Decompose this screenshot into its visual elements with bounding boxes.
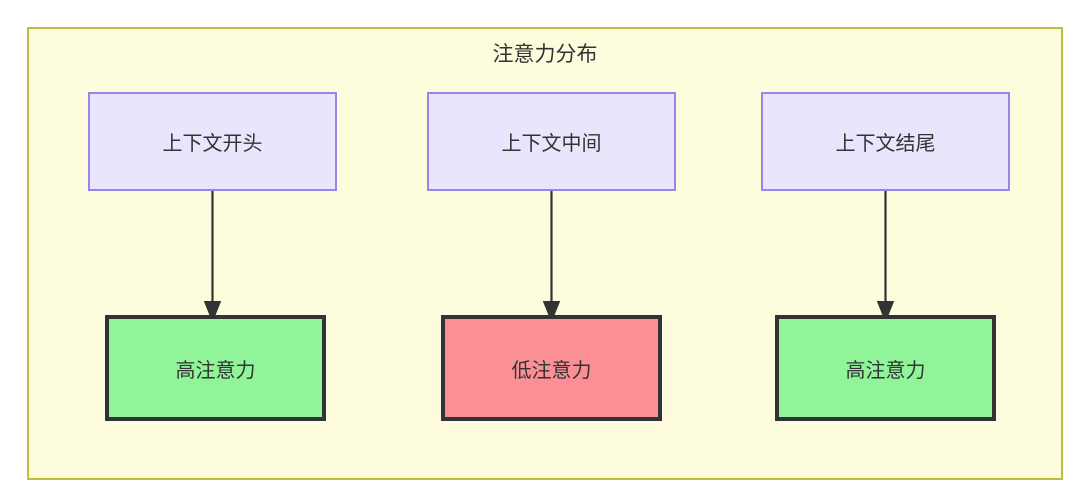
node-attention-end-label: 高注意力 — [845, 359, 926, 382]
node-context-start[interactable]: 上下文开头 — [88, 92, 337, 191]
node-context-end-label: 上下文结尾 — [835, 133, 936, 155]
node-attention-start[interactable]: 高注意力 — [105, 315, 326, 421]
node-attention-end[interactable]: 高注意力 — [775, 315, 996, 421]
diagram-title: 注意力分布 — [492, 43, 598, 66]
node-context-start-label: 上下文开头 — [162, 133, 263, 155]
node-context-end[interactable]: 上下文结尾 — [761, 92, 1010, 191]
node-context-middle[interactable]: 上下文中间 — [427, 92, 676, 191]
node-attention-start-label: 高注意力 — [175, 359, 256, 382]
node-context-middle-label: 上下文中间 — [501, 133, 602, 155]
node-attention-middle[interactable]: 低注意力 — [441, 315, 662, 421]
node-attention-middle-label: 低注意力 — [511, 359, 592, 382]
